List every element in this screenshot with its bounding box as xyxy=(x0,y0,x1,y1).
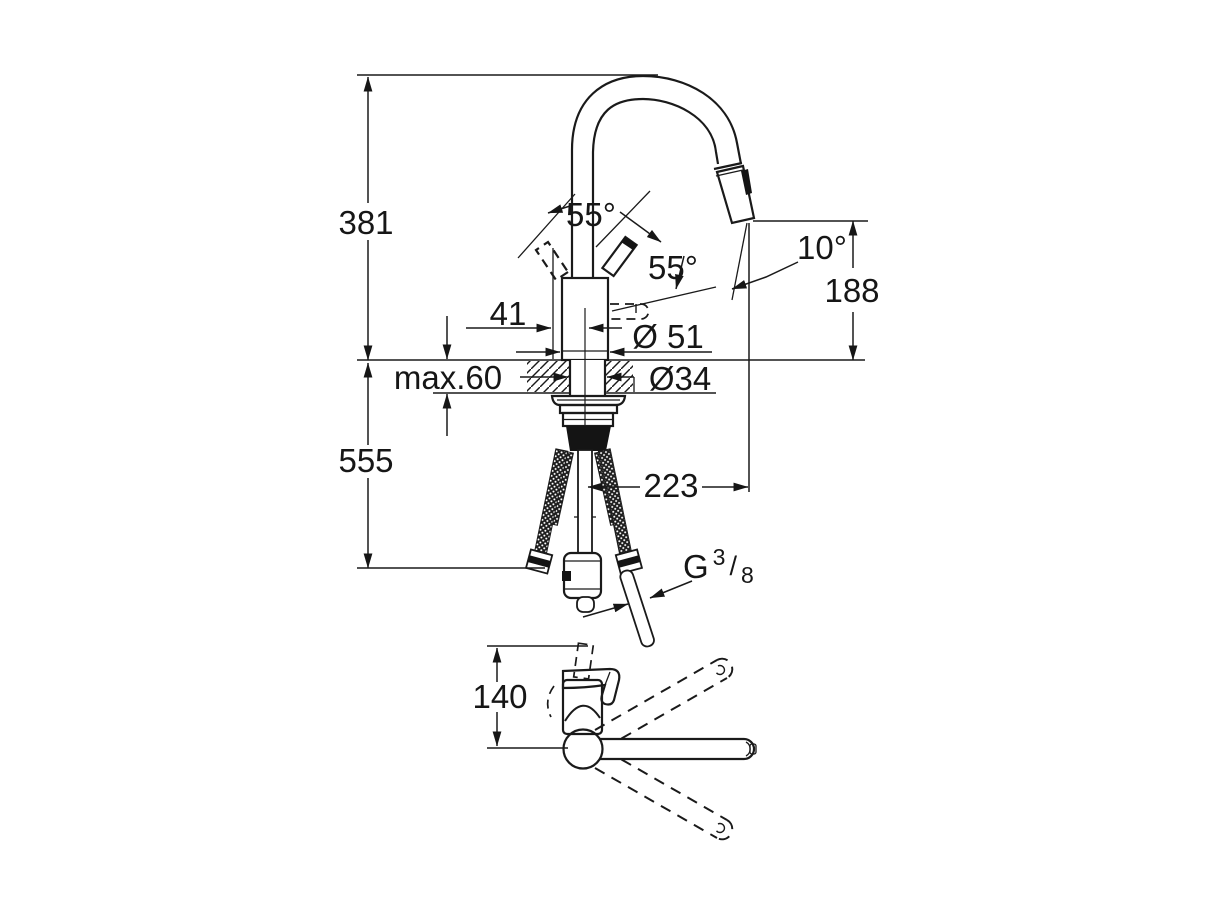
hose-guide-block xyxy=(566,426,611,451)
dimension-labels: 381 555 max.60 41 Ø 51 Ø34 223 188 10° 5… xyxy=(338,196,879,715)
braided-hose-right xyxy=(597,448,633,556)
label-body-diameter: Ø 51 xyxy=(632,318,704,355)
faucet-front xyxy=(534,74,756,452)
label-top-view-depth: 140 xyxy=(472,678,527,715)
lever-handle-solid xyxy=(600,235,639,278)
shank-fill xyxy=(570,360,605,396)
spout-arm-fill xyxy=(600,739,754,759)
spray-head-shading xyxy=(741,169,752,195)
lever-axis-ext-horizontal xyxy=(611,286,717,312)
label-thread-size: G 3 / 8 xyxy=(683,544,754,588)
supply-tube-end xyxy=(619,569,655,648)
leader-thread-lower xyxy=(582,603,629,618)
supply-hoses xyxy=(524,448,655,648)
spout-cap-dashed-lower xyxy=(714,822,726,834)
leader-10-degree xyxy=(731,261,799,290)
thread-numerator: 3 xyxy=(713,544,726,570)
swivel-joint-circle xyxy=(562,728,604,770)
body-top-view xyxy=(561,678,604,736)
spray-head-joint xyxy=(713,161,743,171)
leader-55-swing xyxy=(675,255,685,290)
lever-handle-dashed-left xyxy=(534,240,570,282)
lever-top-view xyxy=(561,667,621,706)
spout-cap-dashed-upper xyxy=(714,664,726,676)
spout-arch-outer xyxy=(570,74,743,278)
lever-axis-ext-left xyxy=(517,193,576,259)
pullout-hose xyxy=(577,449,593,555)
spray-head xyxy=(715,164,756,225)
thread-divider: / xyxy=(729,551,737,581)
label-height-below-counter: 555 xyxy=(338,442,393,479)
lever-axis-ext-right xyxy=(595,190,651,248)
mounting-cone xyxy=(558,403,619,415)
label-hole-diameter: Ø34 xyxy=(649,360,711,397)
weight-clip xyxy=(562,571,571,581)
label-overall-height: 381 xyxy=(338,204,393,241)
spout-nozzle-detail xyxy=(749,743,757,755)
annotations: 381 555 max.60 41 Ø 51 Ø34 223 188 10° 5… xyxy=(338,74,880,749)
spray-head-joint-line-2 xyxy=(715,169,744,177)
hose-fitting-left xyxy=(524,548,554,575)
lever-swing-arc-dashed xyxy=(546,685,555,718)
label-outlet-height: 188 xyxy=(824,272,879,309)
lever-top-detail xyxy=(604,671,611,686)
reference-lines xyxy=(357,74,868,749)
top-view xyxy=(546,642,757,841)
thread-denominator: 8 xyxy=(741,562,754,588)
hose-end-connector xyxy=(576,596,595,613)
body-dome-arc xyxy=(564,704,601,722)
front-view xyxy=(357,74,865,648)
lever-raised-dashed-top-view xyxy=(572,642,595,680)
label-handle-offset: 41 xyxy=(490,295,527,332)
label-outlet-angle: 10° xyxy=(797,229,847,266)
hose-weight xyxy=(562,551,603,613)
label-handle-angle-open: 55° xyxy=(566,196,616,233)
hose-fitting-right xyxy=(614,548,644,575)
thread-prefix: G xyxy=(683,548,709,585)
lever-handle-tip-shading xyxy=(621,237,637,250)
label-counter-thickness: max.60 xyxy=(394,359,502,396)
lever-handle-dashed-horizontal xyxy=(610,303,650,320)
leader-55-open-right xyxy=(619,211,662,243)
dimension-lines xyxy=(363,76,858,747)
label-handle-angle-swing: 55° xyxy=(648,249,698,286)
label-spout-reach: 223 xyxy=(643,467,698,504)
leader-thread-upper xyxy=(649,580,693,599)
swivel-range-dashed xyxy=(594,657,734,841)
spout-arch-inner xyxy=(591,97,720,278)
spout-arm xyxy=(600,737,757,761)
leader-55-open-left xyxy=(547,204,571,214)
